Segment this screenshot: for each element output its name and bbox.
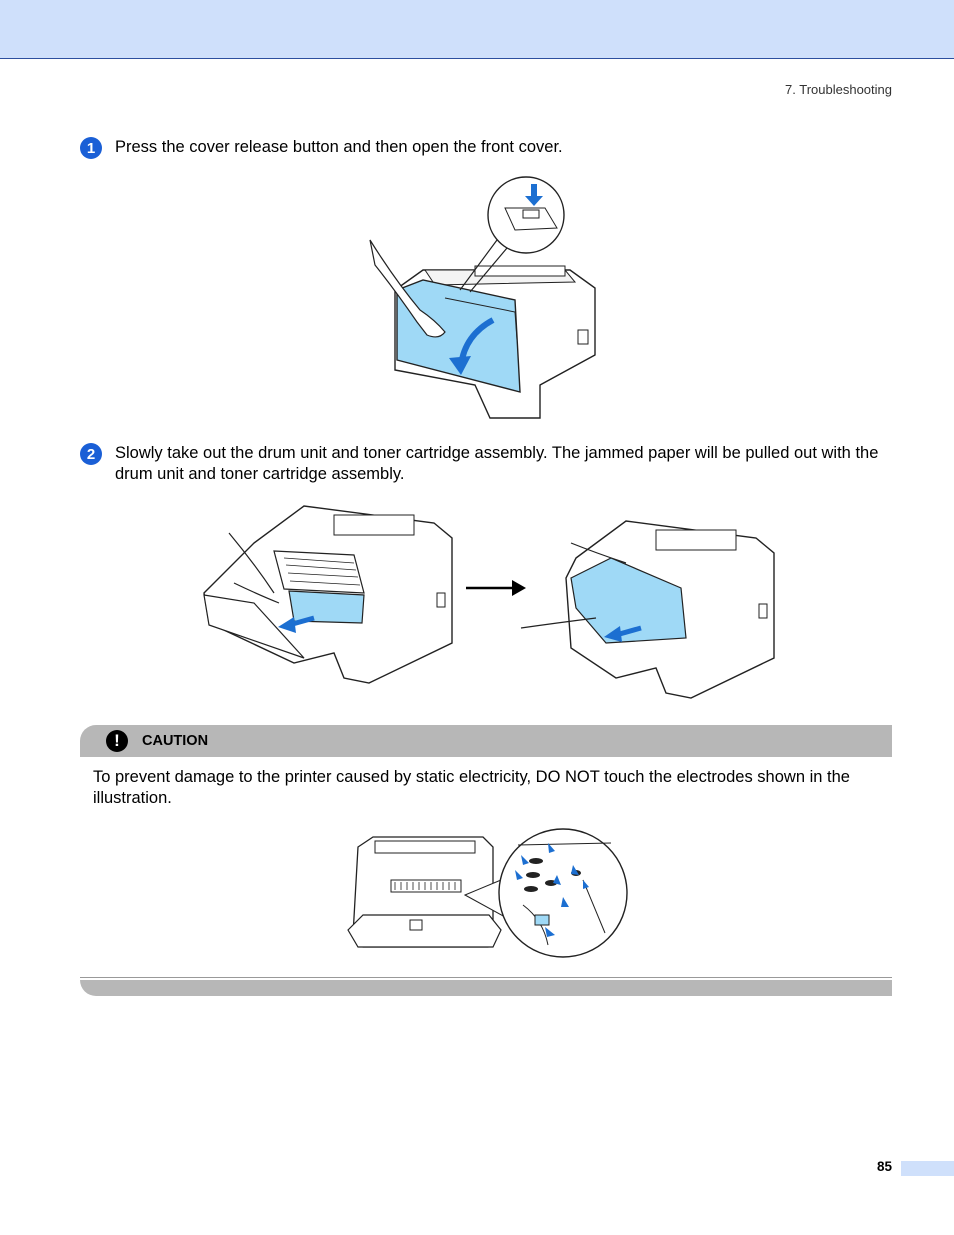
- step-number-badge: 1: [80, 137, 102, 159]
- divider: [80, 977, 892, 978]
- page-tab: [901, 1161, 954, 1176]
- caution-footer-bar: [80, 980, 892, 996]
- step-2: 2 Slowly take out the drum unit and tone…: [80, 443, 885, 485]
- caution-header: ! CAUTION: [80, 725, 892, 757]
- pull-jammed-paper-illustration: [520, 520, 775, 699]
- electrodes-illustration: [347, 828, 628, 958]
- caution-label: CAUTION: [142, 733, 209, 749]
- right-arrow-icon: [466, 580, 526, 596]
- remove-drum-unit-illustration: [203, 505, 453, 684]
- step-number-badge: 2: [80, 443, 102, 465]
- step-text: Press the cover release button and then …: [115, 138, 563, 156]
- open-front-cover-illustration: [369, 176, 596, 419]
- exclamation-icon: !: [106, 730, 128, 752]
- header-band: [0, 0, 954, 59]
- caution-text: To prevent damage to the printer caused …: [93, 768, 850, 807]
- step-1: 1 Press the cover release button and the…: [80, 137, 885, 159]
- section-title: 7. Troubleshooting: [785, 82, 892, 97]
- page-number: 85: [876, 1159, 892, 1174]
- step-text: Slowly take out the drum unit and toner …: [115, 444, 879, 483]
